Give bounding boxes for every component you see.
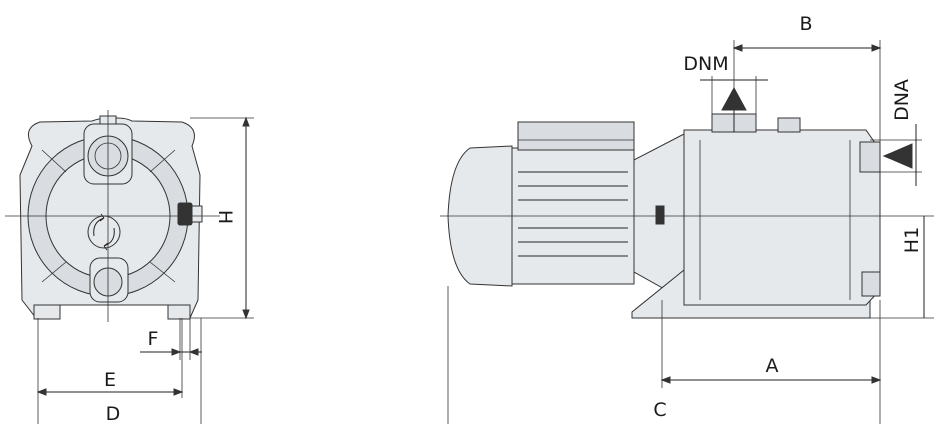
front-foot-left <box>33 304 61 320</box>
label-h: H <box>214 210 236 224</box>
inlet-flow-arrow-icon <box>882 143 913 169</box>
pump-housing <box>683 129 881 306</box>
motor-cooling-fins <box>518 171 628 257</box>
label-c: C <box>653 399 666 421</box>
label-a: A <box>766 355 779 377</box>
label-h1: H1 <box>901 227 923 253</box>
terminal-box <box>517 121 635 151</box>
label-b: B <box>799 13 812 35</box>
inlet-port <box>859 141 881 173</box>
front-foot-right <box>167 304 191 320</box>
front-side-bolt <box>177 202 193 226</box>
label-dnm: DNM <box>683 53 728 75</box>
label-e: E <box>104 369 116 391</box>
side-view <box>440 40 934 424</box>
outlet-flow-arrow-icon <box>721 86 747 111</box>
front-view <box>5 110 254 424</box>
label-dna: DNA <box>891 79 913 121</box>
label-d: D <box>106 403 121 424</box>
label-f: F <box>148 328 159 350</box>
rotation-arrow-icon <box>87 215 121 249</box>
